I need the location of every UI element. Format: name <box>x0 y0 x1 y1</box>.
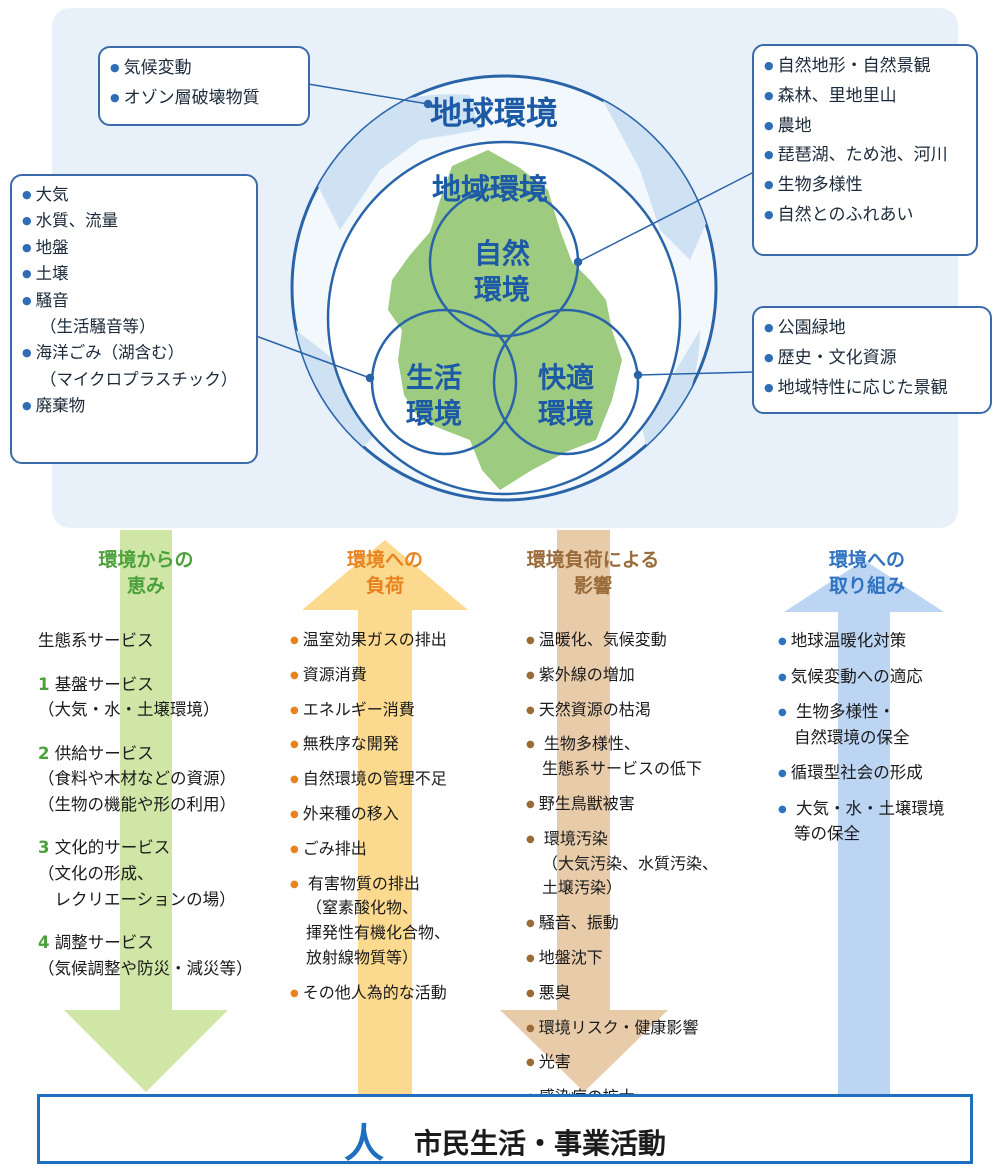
list-item: 資源消費 <box>290 663 500 688</box>
list-item: ごみ排出 <box>290 837 500 862</box>
benefits-title: 環境からの恵み <box>98 549 194 597</box>
global-environment-label: 地球環境 <box>430 94 559 132</box>
load-title: 環境への負荷 <box>346 549 423 597</box>
list-item-sub: （マイクロプラスチック） <box>40 369 238 389</box>
list-item: 紫外線の増加 <box>526 663 756 688</box>
list-item: 海洋ごみ（湖含む） <box>22 340 246 366</box>
list-item: 生物多様性 <box>764 171 966 201</box>
list-item: 有害物質の排出 （窒素酸化物、 揮発性有機化合物、 放射線物質等） <box>290 872 500 971</box>
list-item: 環境リスク・健康影響 <box>526 1016 756 1041</box>
regional-environment-label: 地域環境 <box>432 172 549 206</box>
benefits-column: 生態系サービス 1 基盤サービス （大気・水・土壌環境） 2 供給サービス （食… <box>38 628 278 991</box>
living-circle <box>370 308 518 456</box>
ecosystem-services-heading: 生態系サービス <box>38 631 154 650</box>
list-item: 気候変動への適応 <box>778 664 988 690</box>
list-item: 外来種の移入 <box>290 802 500 827</box>
nature-environment-label: 自然環境 <box>474 237 531 307</box>
list-item: 土壌 <box>22 261 246 287</box>
list-item: 農地 <box>764 112 966 142</box>
list-item: 生物多様性・ 自然環境の保全 <box>778 699 988 750</box>
list-item: 森林、里地里山 <box>764 82 966 112</box>
nature-items-box: 自然地形・自然景観 森林、里地里山 農地 琵琶湖、ため池、河川 生物多様性 自然… <box>752 44 978 256</box>
list-item: 4 調整サービス （気候調整や防災・減災等） <box>38 933 253 978</box>
list-item: 温暖化、気候変動 <box>526 628 756 653</box>
list-item: 環境汚染 （大気汚染、水質汚染、 土壌汚染） <box>526 827 756 901</box>
list-item: 大気・水・土壌環境 等の保全 <box>778 796 988 847</box>
list-item: 無秩序な開発 <box>290 732 500 757</box>
list-item: 地域特性に応じた景観 <box>764 374 980 404</box>
list-item: 気候変動 <box>110 54 298 84</box>
region-map <box>388 150 622 490</box>
list-item: 騒音、振動 <box>526 911 756 936</box>
efforts-column: 地球温暖化対策 気候変動への適応 生物多様性・ 自然環境の保全 循環型社会の形成… <box>778 628 988 857</box>
list-item: 歴史・文化資源 <box>764 344 980 374</box>
amenity-items-box: 公園緑地 歴史・文化資源 地域特性に応じた景観 <box>752 306 992 414</box>
list-item: 循環型社会の形成 <box>778 760 988 786</box>
list-item: 地盤沈下 <box>526 946 756 971</box>
list-item: 騒音 <box>22 288 246 314</box>
list-item: 琵琶湖、ため池、河川 <box>764 141 966 171</box>
list-item: 水質、流量 <box>22 208 246 234</box>
list-item: 悪臭 <box>526 981 756 1006</box>
list-item: その他人為的な活動 <box>290 981 500 1006</box>
list-item: 自然環境の管理不足 <box>290 767 500 792</box>
efforts-title: 環境への取り組み <box>828 549 905 597</box>
global-issues-box: 気候変動 オゾン層破壊物質 <box>98 46 310 126</box>
benefits-arrow <box>64 530 228 1092</box>
list-item: 地球温暖化対策 <box>778 628 988 654</box>
list-item: 大気 <box>22 182 246 208</box>
impact-column: 温暖化、気候変動 紫外線の増加 天然資源の枯渇 生物多様性、 生態系サービスの低… <box>526 628 756 1120</box>
list-item: 廃棄物 <box>22 393 246 419</box>
list-item: 3 文化的サービス （文化の形成、 レクリエーションの場） <box>38 838 236 909</box>
amenity-environment-label: 快適環境 <box>538 361 595 431</box>
list-item: 1 基盤サービス （大気・水・土壌環境） <box>38 674 220 720</box>
list-item: 2 供給サービス （食料や木材などの資源） （生物の機能や形の利用） <box>38 743 236 814</box>
list-item: 天然資源の枯渇 <box>526 698 756 723</box>
list-item: 地盤 <box>22 235 246 261</box>
list-item: エネルギー消費 <box>290 698 500 723</box>
list-item: 自然とのふれあい <box>764 201 966 231</box>
list-item: オゾン層破壊物質 <box>110 84 298 114</box>
list-item: 光害 <box>526 1050 756 1075</box>
list-item: 自然地形・自然景観 <box>764 52 966 82</box>
list-item: 野生鳥獣被害 <box>526 792 756 817</box>
amenity-circle <box>492 308 640 456</box>
living-environment-label: 生活環境 <box>406 361 463 431</box>
citizen-activity-label: 人市民生活・事業活動 <box>343 1121 666 1167</box>
impact-title: 環境負荷による影響 <box>526 549 660 597</box>
citizen-activity-box: 人市民生活・事業活動 <box>37 1094 973 1167</box>
list-item: 温室効果ガスの排出 <box>290 628 500 653</box>
list-item-sub: （生活騒音等） <box>40 316 156 336</box>
living-items-box: 大気 水質、流量 地盤 土壌 騒音 （生活騒音等） 海洋ごみ（湖含む） （マイク… <box>10 174 258 464</box>
list-item: 生物多様性、 生態系サービスの低下 <box>526 732 756 782</box>
person-char: 人 <box>343 1121 384 1167</box>
load-column: 温室効果ガスの排出 資源消費 エネルギー消費 無秩序な開発 自然環境の管理不足 … <box>290 628 500 1016</box>
list-item: 公園緑地 <box>764 314 980 344</box>
